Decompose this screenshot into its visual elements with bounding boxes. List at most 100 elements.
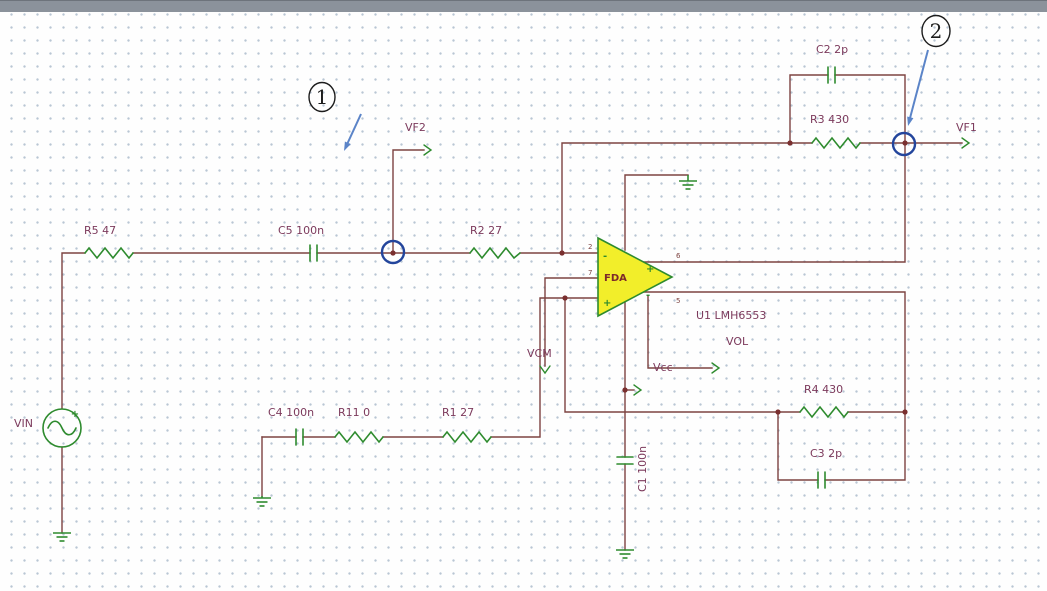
resistor-r2[interactable]: R2 27 [469, 224, 521, 260]
junction-dot [562, 295, 568, 301]
callout-arrow [908, 49, 929, 121]
terminal-vol[interactable]: VOL [711, 335, 749, 374]
resistor-r1-label[interactable]: R1 27 [442, 406, 474, 419]
wire[interactable] [490, 297, 599, 438]
wires [61, 74, 963, 551]
schematic-canvas[interactable] [0, 12, 1047, 591]
wire[interactable] [561, 142, 791, 254]
junction-dot [775, 409, 781, 415]
terminal-arrow-icon[interactable] [539, 365, 551, 375]
ground-symbol[interactable] [616, 549, 634, 559]
callout-1: 1 [308, 81, 362, 151]
junction-dot [559, 250, 565, 256]
resistor-r5-label[interactable]: R5 47 [84, 224, 116, 237]
terminal-vcm-label[interactable]: VCM [527, 347, 552, 360]
resistor-r2-label[interactable]: R2 27 [470, 224, 502, 237]
wire[interactable] [777, 411, 819, 481]
pin-number-2: 2 [588, 243, 592, 251]
capacitor-c4-label[interactable]: C4 100n [268, 406, 314, 419]
voltage-source-vin[interactable]: + VIN [14, 408, 82, 448]
capacitor-c3-label[interactable]: C3 2p [810, 447, 842, 460]
capacitor-c5-label[interactable]: C5 100n [278, 224, 324, 237]
resistor-r4[interactable]: R4 430 [799, 383, 849, 419]
callout-number: 1 [316, 85, 329, 109]
capacitor-c2[interactable]: C2 2p [816, 43, 848, 84]
resistor-r1[interactable]: R1 27 [442, 406, 492, 444]
terminal-vf1-label[interactable]: VF1 [956, 121, 977, 134]
wire[interactable] [789, 74, 829, 144]
resistor-zigzag[interactable] [84, 246, 134, 260]
terminal-arrow-icon[interactable] [633, 384, 643, 396]
capacitor-c1[interactable]: C1 100n [616, 446, 649, 492]
resistor-r5[interactable]: R5 47 [84, 224, 134, 260]
junction-dot [390, 250, 396, 256]
junction-dot [622, 387, 628, 393]
terminal-vol-label[interactable]: VOL [726, 335, 749, 348]
resistor-zigzag[interactable] [442, 430, 492, 444]
capacitor-c1-label[interactable]: C1 100n [636, 446, 649, 492]
junction-dot [902, 409, 908, 415]
junction-dot [902, 140, 908, 146]
terminal-vf2-label[interactable]: VF2 [405, 121, 426, 134]
wire[interactable] [624, 174, 689, 251]
terminal-vcc-label[interactable]: Vcc [653, 361, 673, 374]
resistor-r3[interactable]: R3 430 [810, 113, 861, 150]
pin-number-6: 6 [676, 252, 681, 260]
callout-arrowhead-icon [344, 141, 351, 151]
sine-wave-icon [47, 420, 77, 436]
wire[interactable] [834, 74, 906, 144]
resistor-r11-label[interactable]: R11 0 [338, 406, 370, 419]
titlebar [0, 0, 1047, 12]
opamp-triangle[interactable] [597, 236, 674, 318]
wire[interactable] [564, 297, 779, 413]
callout-arrow [345, 113, 362, 146]
terminal-arrow-icon[interactable] [711, 362, 721, 374]
terminal-arrow-icon[interactable] [961, 137, 971, 149]
resistor-zigzag[interactable] [799, 405, 849, 419]
opamp-name-label: FDA [604, 273, 627, 284]
capacitor-c5[interactable]: C5 100n [278, 224, 324, 262]
wire[interactable] [643, 142, 906, 263]
pin-number-7: 7 [588, 269, 592, 277]
input-plus-mark: + [603, 298, 611, 309]
output-minus-mark: - [646, 290, 650, 301]
wire[interactable] [824, 411, 906, 481]
wire[interactable] [61, 252, 86, 409]
terminal-vcc[interactable]: Vcc [633, 361, 673, 396]
opamp-designator-label[interactable]: U1 LMH6553 [696, 309, 766, 322]
wire[interactable] [647, 295, 713, 369]
source-plus-mark: + [71, 409, 79, 420]
resistor-zigzag[interactable] [469, 246, 521, 260]
capacitor-c3[interactable]: C3 2p [810, 447, 842, 489]
callout-arrowhead-icon [907, 116, 914, 126]
ground-symbol[interactable] [53, 532, 71, 542]
source-vin-label[interactable]: VIN [14, 417, 33, 430]
resistor-zigzag[interactable] [811, 136, 861, 150]
resistor-r3-label[interactable]: R3 430 [810, 113, 849, 126]
callout-circle [308, 81, 336, 113]
node-highlight-circle-1 [380, 239, 406, 265]
resistor-r11[interactable]: R11 0 [334, 406, 384, 444]
resistor-r4-label[interactable]: R4 430 [804, 383, 843, 396]
ground-symbol[interactable] [253, 496, 271, 507]
wire[interactable] [544, 277, 599, 367]
callout-2: 2 [907, 14, 951, 126]
opamp-u1-fda[interactable]: FDA - + + - 2 7 6 5 U1 LMH6553 [588, 236, 766, 322]
terminal-vf2[interactable]: VF2 [405, 121, 433, 156]
callout-circle [921, 14, 951, 48]
callout-number: 2 [930, 19, 943, 43]
wire[interactable] [392, 149, 425, 254]
terminal-vf1[interactable]: VF1 [956, 121, 977, 149]
capacitor-c4[interactable]: C4 100n [268, 406, 314, 446]
ground-symbol[interactable] [679, 175, 697, 190]
terminal-arrow-icon[interactable] [423, 144, 433, 156]
resistor-zigzag[interactable] [334, 430, 384, 444]
terminal-vcm[interactable]: VCM [527, 347, 552, 375]
wire[interactable] [642, 291, 906, 413]
output-plus-mark: + [646, 264, 654, 275]
junction-dots [390, 140, 908, 415]
capacitor-c2-label[interactable]: C2 2p [816, 43, 848, 56]
source-circle[interactable] [42, 408, 82, 448]
